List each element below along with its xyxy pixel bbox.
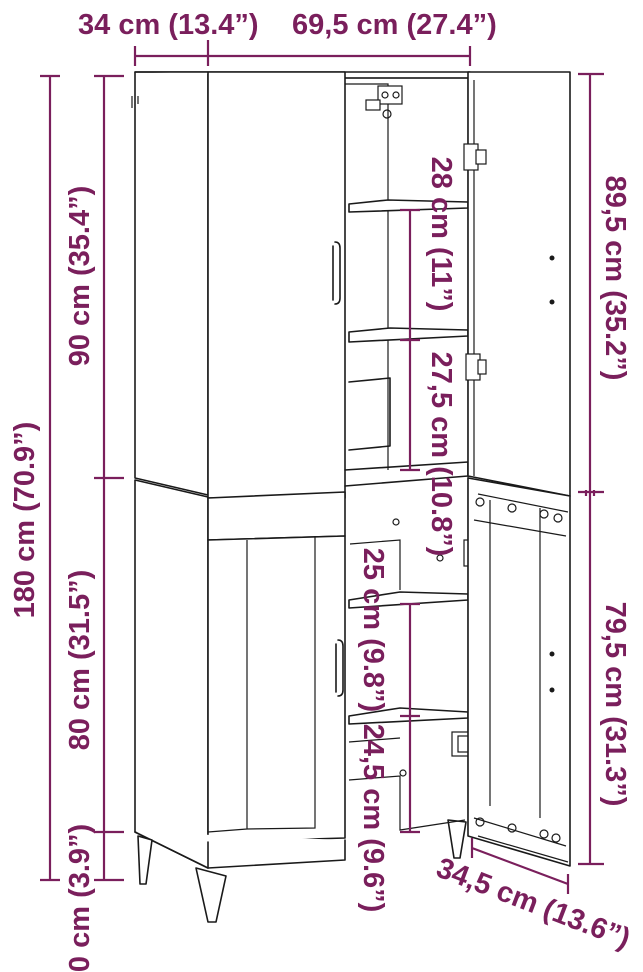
label-inner-depth: 34,5 cm (13.6”) [432, 852, 635, 955]
side-panel-upper [134, 71, 209, 496]
label-shelf-lower-1: 25 cm (9.8”) [357, 548, 389, 712]
label-depth-top: 34 cm (13.4”) [78, 9, 259, 41]
side-panel-lower [134, 479, 209, 869]
upper-door-handle-icon [332, 241, 341, 305]
lower-door-handle-icon [335, 639, 344, 697]
lower-right-door-panel [473, 493, 569, 863]
plinth [134, 831, 346, 869]
cabinet-drawing [131, 71, 571, 923]
label-upper-door-height: 89,5 cm (35.2”) [599, 176, 631, 381]
label-shelf-lower-2: 24,5 cm (9.6”) [357, 724, 389, 913]
hinge-top-icon [365, 85, 403, 119]
label-lower-door-height: 79,5 cm (31.3”) [599, 602, 631, 807]
dimension-lines [40, 40, 604, 894]
label-shelf-upper-1: 28 cm (11”) [425, 157, 457, 312]
leg-left [137, 835, 153, 885]
middle-rail [207, 491, 346, 541]
label-upper-height: 90 cm (35.4”) [64, 186, 96, 367]
lower-door-panel [207, 536, 316, 833]
upper-back-board [348, 377, 391, 451]
hinge-upper-icon [463, 143, 487, 171]
label-leg-height: 10 cm (3.9”) [64, 824, 96, 972]
lower-left-door [207, 535, 346, 843]
leg-right [447, 819, 467, 859]
label-lower-height: 80 cm (31.5”) [64, 570, 96, 751]
hinge-middle-icon [465, 353, 487, 381]
upper-left-door [207, 71, 346, 499]
label-width-top: 69,5 cm (27.4”) [292, 9, 497, 41]
label-shelf-upper-2: 27,5 cm (10.8”) [425, 352, 457, 557]
leg-front [195, 867, 227, 923]
hanging-hook [131, 96, 139, 108]
lower-inner-back [348, 539, 466, 831]
upper-right-door [467, 71, 571, 497]
label-total-height: 180 cm (70.9”) [9, 422, 41, 619]
lower-right-door [467, 477, 571, 867]
